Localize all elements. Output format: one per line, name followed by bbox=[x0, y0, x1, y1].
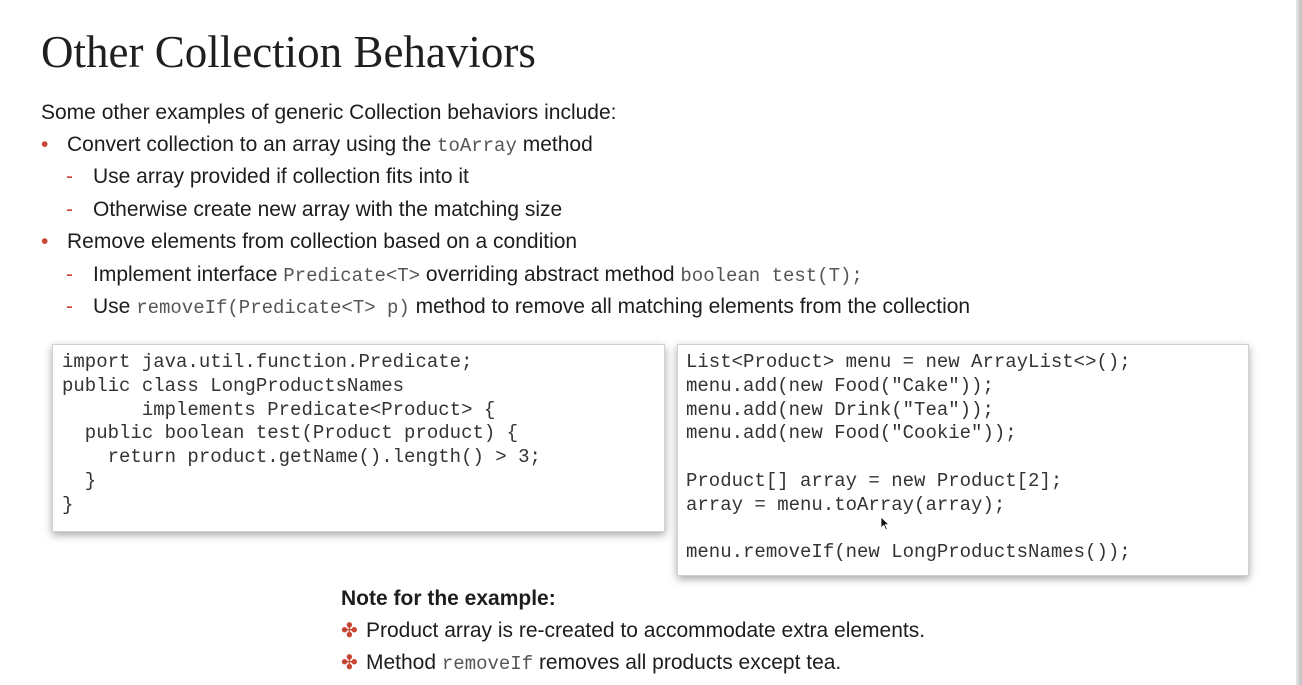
sub-bullet-text: Use bbox=[93, 295, 137, 318]
note-text: removes all products except tea. bbox=[533, 651, 842, 674]
sub-bullet-create-new-array: -Otherwise create new array with the mat… bbox=[66, 196, 562, 224]
bullet-remove-elements: • Remove elements from collection based o… bbox=[41, 228, 577, 256]
note-bullet-icon: ✤ bbox=[341, 620, 358, 642]
code-block-predicate-class: import java.util.function.Predicate; pub… bbox=[52, 344, 665, 532]
sub-bullet-text: Use array provided if collection fits in… bbox=[93, 165, 469, 188]
sub-bullet-implement-predicate: -Implement interface Predicate<T> overri… bbox=[66, 261, 863, 290]
code-text: import java.util.function.Predicate; pub… bbox=[62, 351, 541, 516]
bullet-convert-to-array: • Convert collection to an array using th… bbox=[41, 131, 593, 160]
intro-text: Some other examples of generic Collectio… bbox=[41, 101, 617, 124]
note-item-array-recreated: ✤ Product array is re-created to accommod… bbox=[341, 617, 925, 645]
note-heading: Note for the example: bbox=[341, 587, 556, 610]
note-text: Method bbox=[366, 651, 442, 674]
dash-icon: - bbox=[66, 198, 73, 221]
dash-icon: - bbox=[66, 295, 73, 318]
inline-code-removeif: removeIf bbox=[441, 653, 534, 675]
sub-bullet-text: Otherwise create new array with the matc… bbox=[93, 198, 563, 221]
sub-bullet-text: Implement interface bbox=[93, 263, 284, 286]
code-block-menu-usage: List<Product> menu = new ArrayList<>(); … bbox=[677, 344, 1249, 576]
inline-code-test-method: boolean test(T); bbox=[680, 265, 863, 287]
window-edge bbox=[1296, 0, 1302, 685]
sub-bullet-text: method to remove all matching elements f… bbox=[409, 295, 971, 318]
code-text: List<Product> menu = new ArrayList<>(); … bbox=[686, 351, 1131, 564]
sub-bullet-text: overriding abstract method bbox=[420, 263, 681, 286]
dash-icon: - bbox=[66, 165, 73, 188]
inline-code-removeif-signature: removeIf(Predicate<T> p) bbox=[136, 297, 410, 319]
bullet-text: Remove elements from collection based on… bbox=[67, 230, 578, 253]
mouse-pointer-icon bbox=[880, 516, 890, 531]
inline-code-toarray: toArray bbox=[437, 135, 517, 157]
bullet-text: Convert collection to an array using the bbox=[67, 133, 438, 156]
note-item-removeif-result: ✤ Method removeIf removes all products ex… bbox=[341, 649, 841, 678]
sub-bullet-use-provided-array: -Use array provided if collection fits i… bbox=[66, 163, 469, 191]
bullet-text: method bbox=[516, 133, 593, 156]
bullet-dot-icon: • bbox=[41, 230, 49, 253]
slide-title: Other Collection Behaviors bbox=[41, 27, 536, 77]
bullet-dot-icon: • bbox=[41, 133, 49, 156]
note-bullet-icon: ✤ bbox=[341, 652, 358, 674]
sub-bullet-use-removeif: -Use removeIf(Predicate<T> p) method to … bbox=[66, 293, 970, 322]
inline-code-predicate: Predicate<T> bbox=[283, 265, 421, 287]
dash-icon: - bbox=[66, 263, 73, 286]
note-text: Product array is re-created to accommoda… bbox=[366, 619, 926, 642]
